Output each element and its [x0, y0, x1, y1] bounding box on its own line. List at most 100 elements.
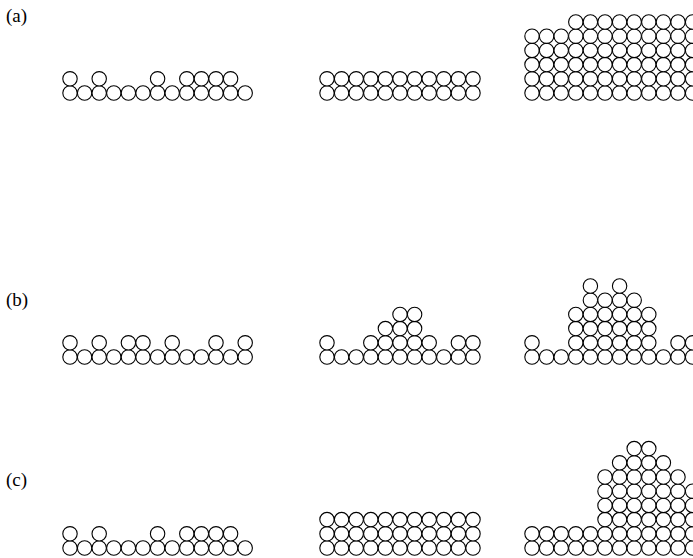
atom-circle: [194, 86, 208, 100]
atom-circle: [685, 527, 693, 541]
atom-circle: [612, 336, 626, 350]
atom-circle: [194, 527, 208, 541]
atom-circle: [671, 350, 685, 364]
atom-circle: [554, 527, 568, 541]
atom-circle: [642, 72, 656, 86]
atom-circle: [92, 541, 106, 555]
atom-circle: [569, 350, 583, 364]
atom-circle: [612, 456, 626, 470]
atom-circle: [642, 527, 656, 541]
atom-circle: [349, 541, 363, 555]
atom-circle: [525, 72, 539, 86]
atom-circle: [407, 350, 421, 364]
atom-circle: [150, 72, 164, 86]
atom-circle: [539, 72, 553, 86]
atom-circle: [685, 86, 693, 100]
atom-circle: [612, 470, 626, 484]
atom-circle: [539, 29, 553, 43]
atom-circle: [451, 541, 465, 555]
atom-circle: [627, 541, 641, 555]
atom-circle: [378, 86, 392, 100]
atom-circle: [569, 541, 583, 555]
atom-circle: [554, 350, 568, 364]
atom-circle: [364, 336, 378, 350]
atom-circle: [569, 321, 583, 335]
atom-circle: [539, 541, 553, 555]
atom-circle: [685, 15, 693, 29]
atom-circle: [671, 527, 685, 541]
atom-circle: [209, 72, 223, 86]
atom-circle: [671, 484, 685, 498]
atom-circle: [554, 43, 568, 57]
atom-circle: [612, 498, 626, 512]
atom-circle: [407, 72, 421, 86]
atom-circle: [349, 72, 363, 86]
atom-circle: [598, 527, 612, 541]
atom-circle: [437, 86, 451, 100]
atom-circle: [180, 527, 194, 541]
atom-circle: [656, 470, 670, 484]
atom-circle: [627, 321, 641, 335]
atom-circle: [407, 86, 421, 100]
atom-circle: [656, 72, 670, 86]
atom-circle: [656, 527, 670, 541]
atom-circle: [77, 541, 91, 555]
atom-circle: [393, 527, 407, 541]
atom-circle: [378, 350, 392, 364]
atom-circle: [92, 86, 106, 100]
atom-circle: [451, 72, 465, 86]
atom-circle: [569, 307, 583, 321]
atom-circle: [685, 336, 693, 350]
atom-circle: [642, 336, 656, 350]
atom-circle: [627, 456, 641, 470]
atom-circle: [92, 72, 106, 86]
atom-circle: [393, 512, 407, 526]
atom-circle: [378, 336, 392, 350]
atom-circle: [539, 57, 553, 71]
panel-label: (a): [6, 6, 27, 25]
panel-label: (c): [6, 470, 27, 489]
atom-circle: [642, 350, 656, 364]
atom-circle: [627, 527, 641, 541]
atom-circle: [451, 350, 465, 364]
atom-circle: [180, 86, 194, 100]
atom-circle: [422, 527, 436, 541]
atom-circle: [539, 350, 553, 364]
atom-circle: [364, 72, 378, 86]
atom-circle: [627, 512, 641, 526]
atom-circle: [136, 86, 150, 100]
atom-circle: [393, 86, 407, 100]
atom-circle: [569, 43, 583, 57]
atom-circle: [642, 441, 656, 455]
atom-circle: [466, 336, 480, 350]
atom-circle: [334, 86, 348, 100]
atom-circle: [612, 307, 626, 321]
atom-circle: [554, 72, 568, 86]
atom-circle: [320, 527, 334, 541]
atom-circle: [598, 15, 612, 29]
atom-circle: [238, 86, 252, 100]
atom-circle: [554, 86, 568, 100]
atom-circle: [165, 350, 179, 364]
atom-circle: [656, 498, 670, 512]
atom-circle: [685, 512, 693, 526]
atom-circle: [334, 350, 348, 364]
atom-circle: [539, 527, 553, 541]
atom-circle: [569, 72, 583, 86]
atom-circle: [121, 350, 135, 364]
atom-circle: [598, 293, 612, 307]
atom-circle: [437, 512, 451, 526]
atom-circle: [656, 541, 670, 555]
atom-circle: [209, 350, 223, 364]
atom-circle: [598, 541, 612, 555]
atom-circle: [525, 57, 539, 71]
atom-circle: [642, 498, 656, 512]
atom-circle: [554, 541, 568, 555]
atom-circle: [378, 512, 392, 526]
atom-circle: [656, 86, 670, 100]
atom-circle: [466, 350, 480, 364]
atom-circle: [422, 512, 436, 526]
atom-circle: [334, 541, 348, 555]
atom-circle: [121, 336, 135, 350]
